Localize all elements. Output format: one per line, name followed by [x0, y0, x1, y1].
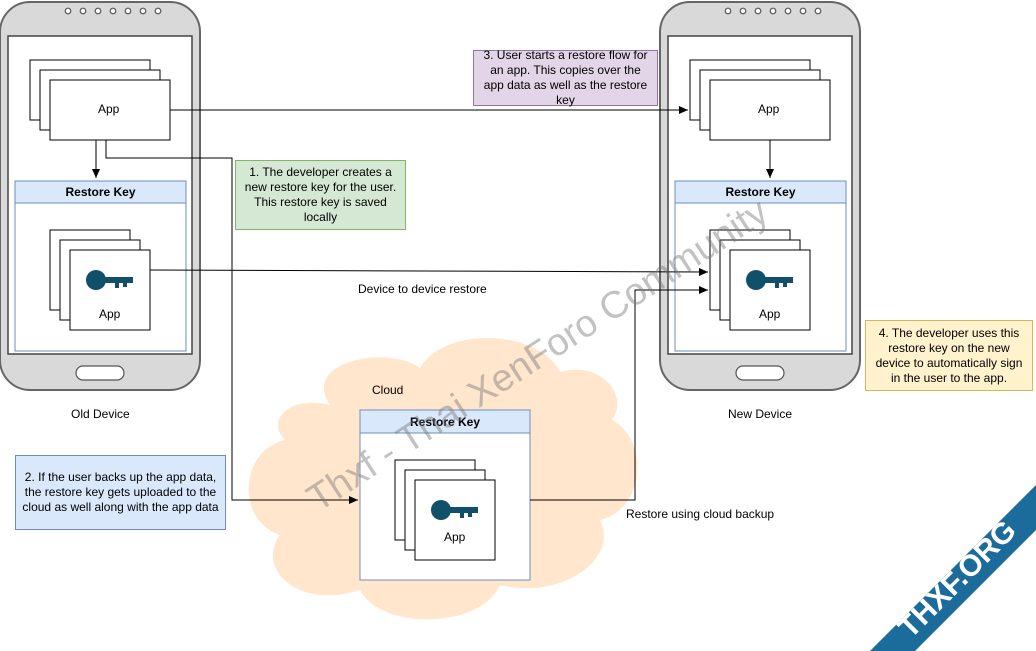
new-key-app-label: App — [759, 307, 781, 321]
note-step-4: 4. The developer uses this restore key o… — [865, 320, 1033, 391]
note-step-2: 2. If the user backs up the app data, th… — [15, 455, 226, 530]
old-app-label: App — [98, 102, 120, 116]
cloud-key-app-stack — [394, 459, 496, 561]
cloud-restore-key-title: Restore Key — [409, 415, 481, 429]
cloud-label: Cloud — [372, 383, 404, 397]
cloud-restore-label: Restore using cloud backup — [626, 507, 775, 521]
old-key-app-label: App — [99, 307, 121, 321]
old-restore-key-title: Restore Key — [65, 185, 136, 199]
cloud-key-app-label: App — [444, 530, 466, 544]
edge-cloud-to-new-device — [530, 286, 708, 501]
edge-old-app-to-cloud — [105, 140, 358, 504]
new-app-stack — [689, 59, 831, 141]
new-app-label: App — [758, 102, 780, 116]
note-step-3: 3. User starts a restore flow for an app… — [473, 48, 658, 107]
new-device-label: New Device — [728, 407, 793, 421]
old-app-stack — [29, 59, 171, 141]
old-device-label: Old Device — [71, 407, 130, 421]
edge-device-to-device — [149, 267, 709, 276]
device-to-device-label: Device to device restore — [358, 282, 487, 296]
thxf-banner — [870, 485, 1036, 651]
note-step-1: 1. The developer creates a new restore k… — [235, 160, 406, 230]
new-restore-key-title: Restore Key — [725, 185, 796, 199]
